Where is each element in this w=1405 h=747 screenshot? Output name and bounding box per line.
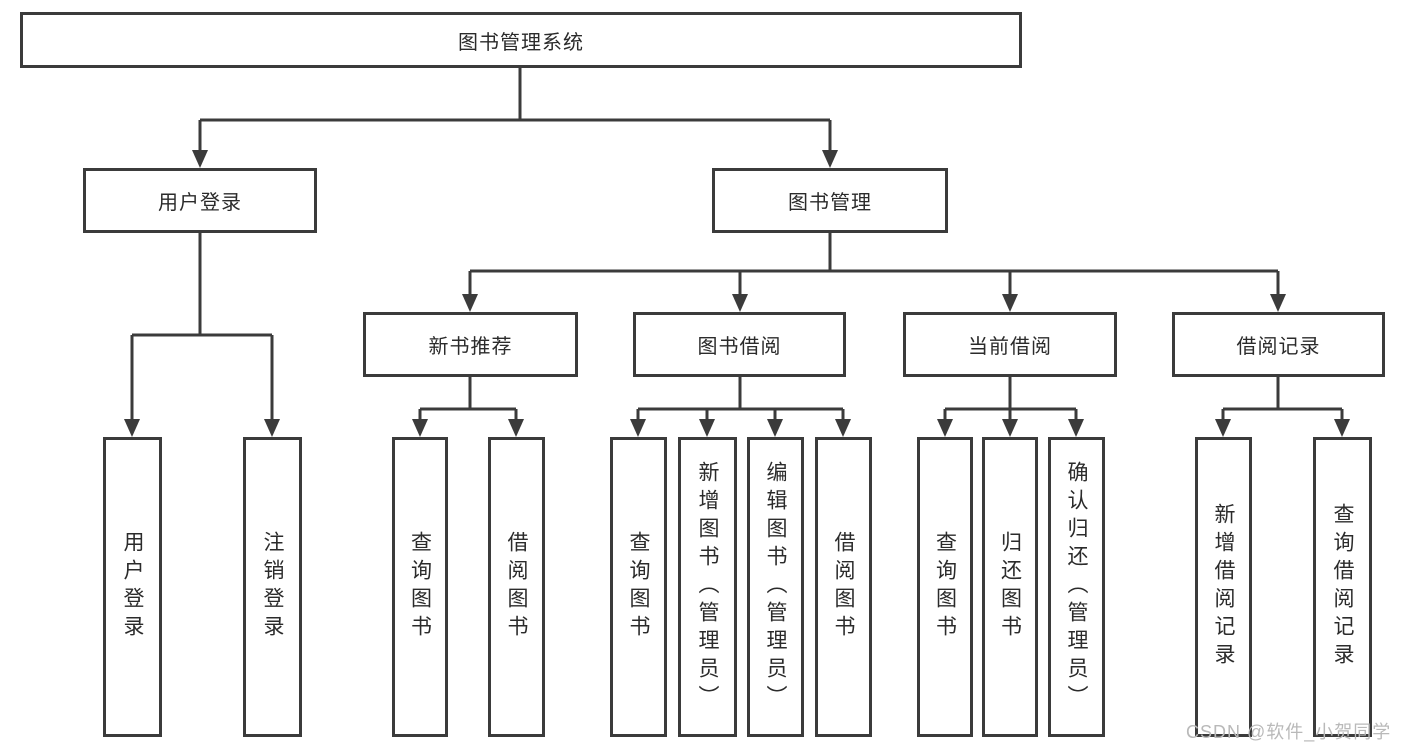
- leaf-label: 确认归还（管理员）: [1065, 461, 1088, 713]
- leaf-user-login: 用户登录: [103, 437, 162, 737]
- node-user-login: 用户登录: [83, 168, 317, 233]
- leaf-query-books-borrowing: 查询图书: [610, 437, 667, 737]
- leaf-add-borrow-record: 新增借阅记录: [1195, 437, 1252, 737]
- leaf-label: 新增图书（管理员）: [696, 461, 719, 713]
- node-book-management: 图书管理: [712, 168, 948, 233]
- leaf-borrow-books-recommend: 借阅图书: [488, 437, 545, 737]
- leaf-label: 查询图书: [408, 531, 432, 643]
- csdn-watermark: CSDN @软件_小贺同学: [1186, 722, 1392, 742]
- leaf-query-books-current: 查询图书: [917, 437, 973, 737]
- leaf-label: 查询借阅记录: [1331, 503, 1354, 671]
- node-label: 新书推荐: [428, 336, 513, 358]
- node-library-management-system: 图书管理系统: [20, 12, 1022, 68]
- node-label: 图书借阅: [697, 336, 782, 358]
- node-book-borrowing: 图书借阅: [633, 312, 846, 377]
- leaf-label: 借阅图书: [832, 531, 855, 643]
- leaf-label: 归还图书: [998, 531, 1022, 643]
- leaf-label: 查询图书: [627, 531, 650, 643]
- leaf-label: 编辑图书（管理员）: [764, 461, 787, 713]
- leaf-edit-book-admin: 编辑图书（管理员）: [747, 437, 804, 737]
- node-label: 图书管理系统: [458, 31, 584, 54]
- node-label: 借阅记录: [1236, 336, 1321, 358]
- leaf-label: 查询图书: [933, 531, 957, 643]
- leaf-label: 借阅图书: [505, 531, 528, 643]
- leaf-label: 注销登录: [261, 531, 284, 643]
- node-label: 图书管理: [788, 192, 872, 214]
- leaf-label: 新增借阅记录: [1212, 503, 1235, 671]
- node-label: 当前借阅: [968, 336, 1052, 358]
- leaf-logout: 注销登录: [243, 437, 302, 737]
- node-label: 用户登录: [158, 192, 242, 214]
- leaf-label: 用户登录: [121, 531, 144, 643]
- leaf-confirm-return-admin: 确认归还（管理员）: [1048, 437, 1105, 737]
- leaf-query-books-recommend: 查询图书: [392, 437, 448, 737]
- leaf-add-book-admin: 新增图书（管理员）: [678, 437, 737, 737]
- node-current-borrowing: 当前借阅: [903, 312, 1117, 377]
- leaf-borrow-books: 借阅图书: [815, 437, 872, 737]
- node-borrowing-records: 借阅记录: [1172, 312, 1385, 377]
- node-new-book-recommendation: 新书推荐: [363, 312, 578, 377]
- leaf-return-book: 归还图书: [982, 437, 1038, 737]
- leaf-query-borrow-record: 查询借阅记录: [1313, 437, 1372, 737]
